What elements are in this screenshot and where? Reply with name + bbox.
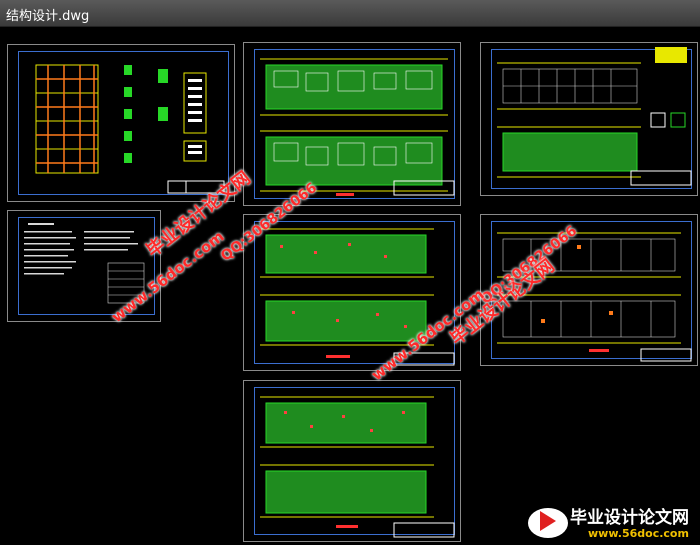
sheet-plan-4[interactable] [480, 214, 698, 366]
sheet-frame [254, 221, 455, 364]
sheet-plan-5[interactable] [243, 380, 461, 542]
plan-drawing-3 [260, 228, 455, 366]
window-title: 结构设计.dwg [6, 9, 90, 24]
sheet-plan-1[interactable] [243, 42, 461, 206]
plan-drawing-5 [260, 396, 455, 538]
sheet-frame [18, 51, 229, 195]
corner-stamp-url: www.56doc.com [588, 527, 689, 540]
corner-watermark-stamp: 毕业设计论文网 www.56doc.com [526, 503, 698, 543]
plan-drawing-4 [497, 232, 692, 362]
sheet-frame [254, 387, 455, 535]
sheet-frame [491, 221, 692, 359]
elevation-drawing [35, 64, 225, 194]
plan-drawing-1 [260, 58, 455, 196]
sheet-frame [18, 217, 155, 315]
plan-drawing-2 [497, 47, 692, 186]
sheet-elevation[interactable] [7, 44, 235, 202]
sheet-plan-3[interactable] [243, 214, 461, 371]
sheet-frame [254, 49, 455, 199]
notes-text-block [24, 223, 145, 304]
window-titlebar: 结构设计.dwg [0, 0, 700, 27]
sheet-plan-2[interactable] [480, 42, 698, 196]
drawing-canvas[interactable]: 毕业设计论文网 www.56doc.com QQ:306826066 QQ:30… [0, 27, 700, 545]
sheet-notes[interactable] [7, 210, 161, 322]
sheet-frame [491, 49, 692, 189]
corner-stamp-title: 毕业设计论文网 [570, 508, 689, 528]
logo-icon [528, 508, 568, 538]
